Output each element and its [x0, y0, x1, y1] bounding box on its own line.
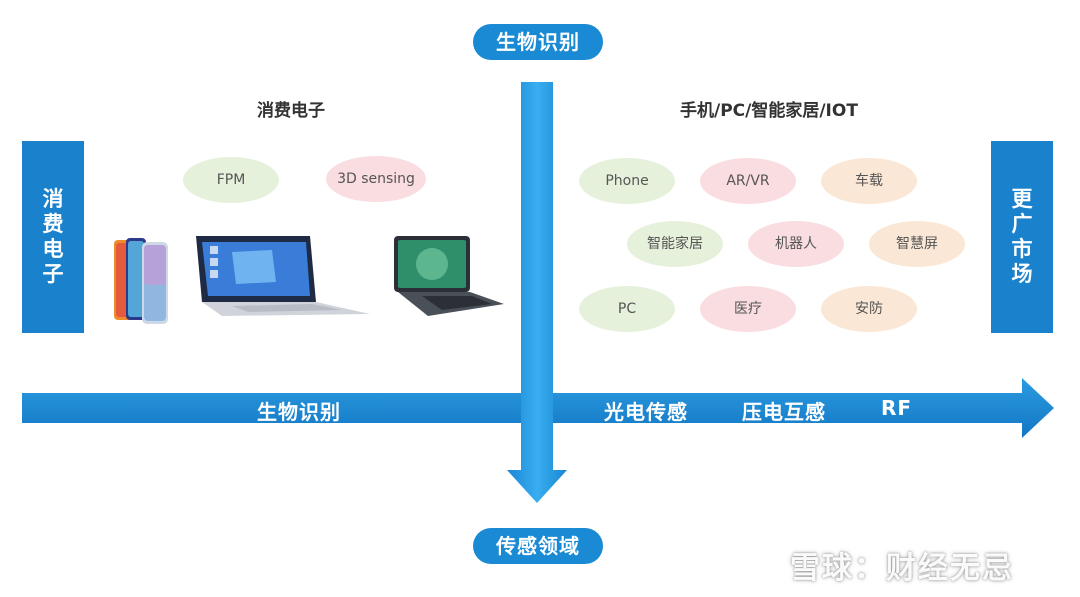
smartphones-image [114, 238, 168, 324]
right-broader-market-box: 更 广 市 场 [991, 141, 1053, 333]
right-box-char: 广 [1011, 212, 1033, 236]
top-label-pill: 生物识别 [473, 24, 603, 60]
arrow-label-piezoelectric: 压电互感 [742, 400, 826, 424]
tag-pc: PC [579, 286, 675, 332]
tag-security: 安防 [821, 286, 917, 332]
arrow-label-rf: RF [881, 396, 913, 420]
left-box-char: 费 [42, 212, 64, 236]
left-box-char: 电 [42, 237, 64, 261]
bottom-label-pill: 传感领域 [473, 528, 603, 564]
right-box-char: 更 [1011, 187, 1033, 211]
left-section-title: 消费电子 [257, 101, 325, 121]
arrow-label-photoelectric: 光电传感 [604, 400, 688, 424]
tablet-keyboard-image [394, 236, 504, 316]
tag-smart-home: 智能家居 [627, 221, 723, 267]
tag-medical: 医疗 [700, 286, 796, 332]
right-box-char: 市 [1011, 237, 1033, 261]
tag-vehicle: 车载 [821, 158, 917, 204]
tag-ar-vr: AR/VR [700, 158, 796, 204]
left-box-char: 消 [42, 187, 64, 211]
tag-robot: 机器人 [748, 221, 844, 267]
right-section-title: 手机/PC/智能家居/IOT [680, 101, 858, 121]
arrow-label-biometrics: 生物识别 [257, 400, 341, 424]
tag-phone: Phone [579, 158, 675, 204]
tag-smart-screen: 智慧屏 [869, 221, 965, 267]
tag-3d-sensing: 3D sensing [326, 156, 426, 202]
left-consumer-electronics-box: 消 费 电 子 [22, 141, 84, 333]
watermark-text: 雪球：财经无忌 [790, 551, 1014, 586]
tag-fpm: FPM [183, 157, 279, 203]
left-box-char: 子 [42, 262, 64, 286]
laptop-image [196, 236, 370, 316]
right-box-char: 场 [1011, 262, 1033, 286]
